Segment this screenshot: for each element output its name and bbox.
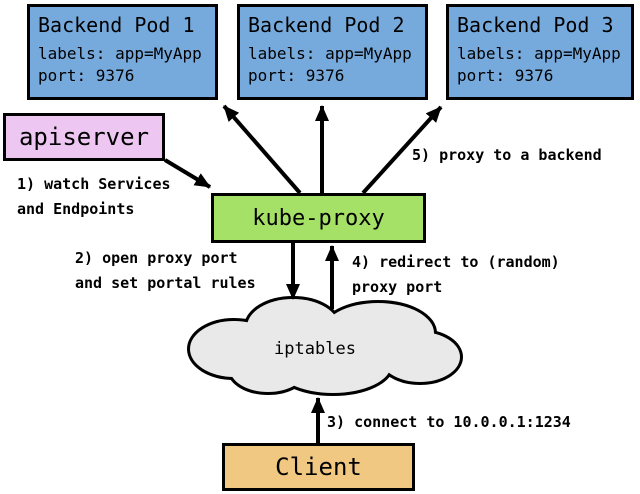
step-3-line-1: 3) connect to 10.0.0.1:1234: [327, 413, 571, 431]
step-4-label: 4) redirect to (random) proxy port: [352, 250, 560, 300]
pod-labels: labels: app=MyApp: [457, 44, 621, 63]
step-2-line-2: and set portal rules: [75, 274, 256, 292]
apiserver-box: apiserver: [3, 113, 165, 161]
apiserver-label: apiserver: [18, 123, 150, 151]
backend-pod-3-box: Backend Pod 3 labels: app=MyApp port: 93…: [446, 4, 634, 100]
arrow-kube-proxy-to-pod-1: [222, 104, 302, 195]
step-3-label: 3) connect to 10.0.0.1:1234: [327, 410, 571, 435]
pod-port: port: 9376: [248, 66, 345, 85]
step-4-line-1: 4) redirect to (random): [352, 253, 560, 271]
pod-title: Backend Pod 1: [38, 13, 195, 37]
step-1-label: 1) watch Services and Endpoints: [17, 172, 171, 222]
pod-labels: labels: app=MyApp: [38, 44, 202, 63]
kube-proxy-box: kube-proxy: [211, 193, 426, 243]
step-5-line-1: 5) proxy to a backend: [412, 146, 602, 164]
step-5-label: 5) proxy to a backend: [412, 143, 602, 168]
step-2-label: 2) open proxy port and set portal rules: [75, 246, 256, 296]
backend-pod-2-box: Backend Pod 2 labels: app=MyApp port: 93…: [237, 4, 428, 100]
backend-pod-1-box: Backend Pod 1 labels: app=MyApp port: 93…: [27, 4, 218, 100]
iptables-label: iptables: [274, 339, 356, 359]
step-2-line-1: 2) open proxy port: [75, 249, 238, 267]
step-1-line-1: 1) watch Services: [17, 175, 171, 193]
pod-port: port: 9376: [457, 66, 554, 85]
pod-title: Backend Pod 2: [248, 13, 405, 37]
arrow-apiserver-to-kube-proxy: [163, 158, 212, 189]
step-1-line-2: and Endpoints: [17, 200, 135, 218]
kube-proxy-label: kube-proxy: [252, 205, 385, 231]
step-4-line-2: proxy port: [352, 278, 443, 296]
pod-port: port: 9376: [38, 66, 135, 85]
client-box: Client: [222, 443, 415, 491]
pod-title: Backend Pod 3: [457, 13, 614, 37]
client-label: Client: [275, 453, 362, 481]
iptables-cloud: iptables: [187, 296, 463, 396]
pod-labels: labels: app=MyApp: [248, 44, 412, 63]
